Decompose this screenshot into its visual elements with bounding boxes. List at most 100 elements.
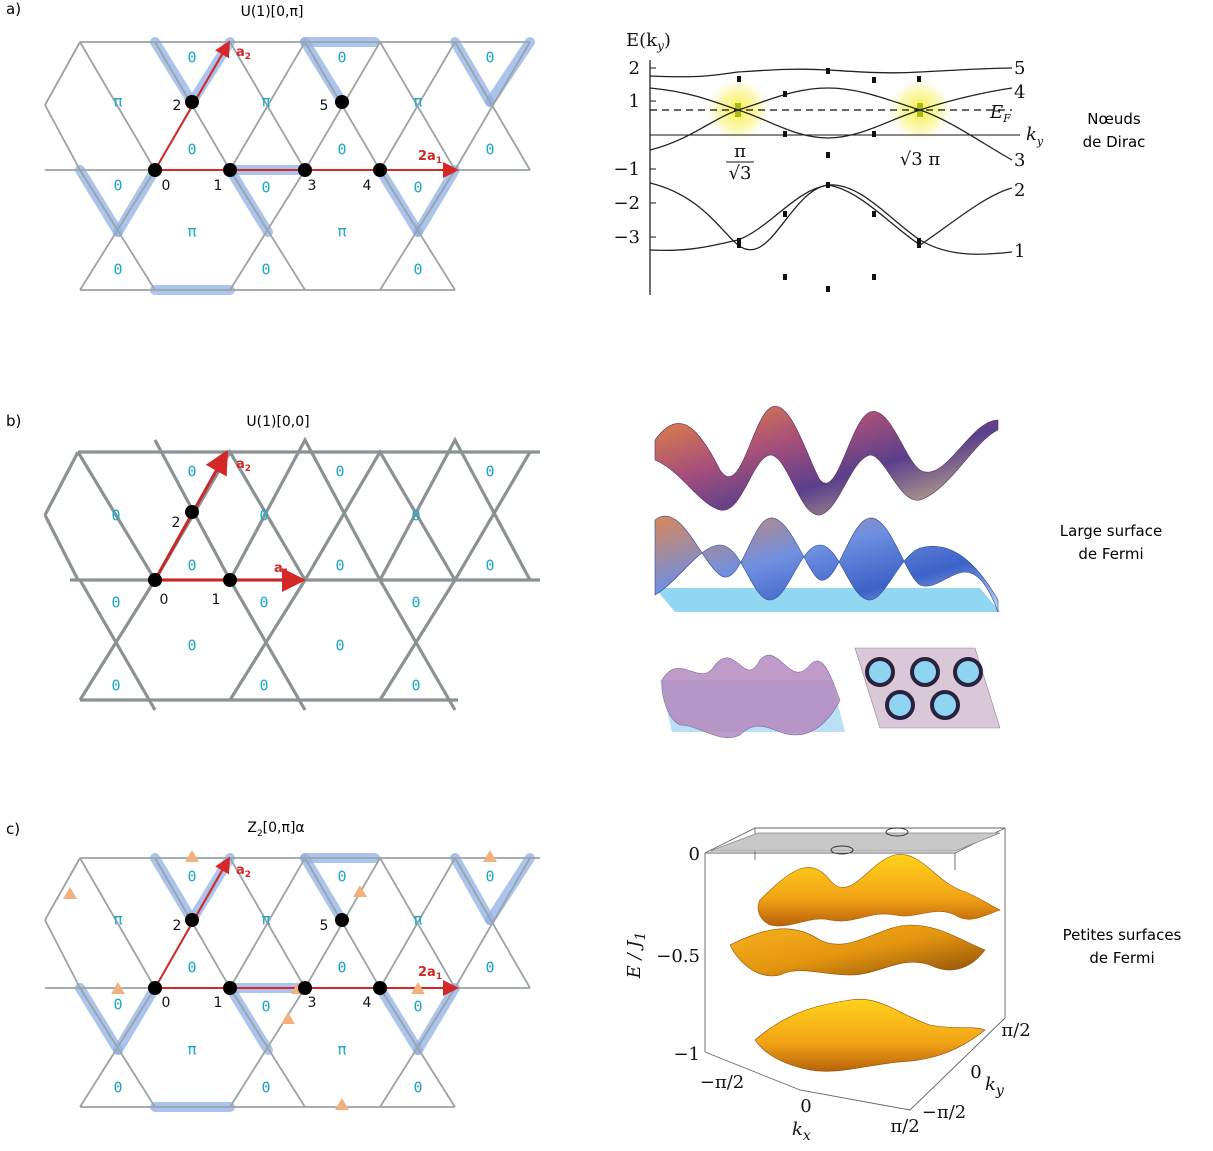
plaquette-fluxes: 0 0 0 π π π 0 0 0 0 0 0 π π 0 0 0 — [113, 49, 494, 279]
flux-pi: π — [261, 911, 270, 929]
band-curves — [649, 67, 1013, 255]
flux-zero: 0 — [485, 959, 494, 977]
flux-zero: 0 — [335, 637, 344, 655]
flux-zero: 0 — [261, 1079, 270, 1097]
flux-zero: 0 — [485, 868, 494, 886]
flux-zero: 0 — [113, 1079, 122, 1097]
lower-band-surface — [754, 998, 986, 1072]
y-tick-2: 2 — [629, 58, 640, 79]
vector-2a1-label: 2a1 — [418, 149, 442, 166]
vector-a2-label: a2 — [236, 457, 251, 474]
y-tick-neg1: −1 — [613, 159, 640, 180]
lattice-vectors — [154, 40, 459, 178]
vector-labels: a2 2a1 — [236, 45, 442, 166]
flux-zero: 0 — [111, 507, 120, 525]
flux-pi: π — [413, 93, 422, 111]
site-4: 4 — [363, 178, 372, 194]
kagome-lattice-b: 0 1 2 a2 a1 0 0 0 0 0 0 0 0 0 0 0 0 0 0 … — [43, 436, 540, 711]
band-number: 3 — [1014, 150, 1025, 171]
band-number: 4 — [1014, 82, 1025, 103]
flux-zero: 0 — [261, 261, 270, 279]
ky-axis-label: ky — [985, 1074, 1005, 1099]
y-ticks — [650, 67, 656, 238]
flux-zero: 0 — [113, 261, 122, 279]
flux-pi: π — [261, 93, 270, 111]
flux-zero: 0 — [187, 637, 196, 655]
flux-zero: 0 — [337, 959, 346, 977]
site-2: 2 — [173, 918, 182, 934]
y-tick-1: 1 — [629, 91, 640, 112]
z-axis-label: E / J1 — [624, 932, 649, 980]
svg-text:√3: √3 — [729, 163, 752, 184]
fermi-pocket — [830, 845, 854, 855]
flux-pi: π — [113, 93, 122, 111]
vector-a2-label: a2 — [236, 45, 251, 62]
plaquette-fluxes: 0 0 0 π π π 0 0 0 0 0 0 π π 0 0 0 — [113, 868, 494, 1097]
panel-label-c: c) — [6, 820, 21, 838]
site-4: 4 — [363, 995, 372, 1011]
flux-zero: 0 — [187, 49, 196, 67]
band-structure-plot: 2 1 −1 −2 −3 E(ky) — [613, 30, 1044, 295]
flux-zero: 0 — [413, 261, 422, 279]
flux-zero: 0 — [187, 463, 196, 481]
ky-tick-neg-pi2: −π/2 — [922, 1102, 966, 1123]
site-1: 1 — [212, 592, 221, 608]
kagome-lattice-c: 0 1 2 3 4 5 a2 2a1 0 0 0 π π π 0 0 0 0 0… — [44, 850, 540, 1112]
flux-zero: 0 — [259, 507, 268, 525]
flux-zero: 0 — [485, 49, 494, 67]
site-2: 2 — [172, 515, 181, 531]
kagome-lattice-a: 0 1 2 3 4 5 a2 2a1 0 0 0 π π π 0 0 0 0 0… — [44, 37, 535, 295]
lattice-sites — [148, 913, 387, 995]
vector-a2-label: a2 — [236, 863, 251, 880]
flux-zero: 0 — [413, 1079, 422, 1097]
flux-zero: 0 — [187, 959, 196, 977]
flux-zero: 0 — [411, 507, 420, 525]
flux-zero: 0 — [411, 594, 420, 612]
flux-pi: π — [187, 1041, 196, 1059]
site-numbers: 0 1 2 3 4 5 — [162, 918, 372, 1011]
flux-pi: π — [413, 911, 422, 929]
flux-zero: 0 — [259, 677, 268, 695]
flux-zero: 0 — [337, 49, 346, 67]
ky-ticks: π/2 0 −π/2 — [922, 1020, 1031, 1123]
kx-ticks: −π/2 0 π/2 — [700, 1072, 920, 1137]
lattice-bonds — [44, 856, 540, 1108]
panel-label-b: b) — [6, 412, 22, 430]
flux-zero: 0 — [111, 677, 120, 695]
band-surface-3d-plot: 0 −0.5 −1 E / J1 −π/2 0 π/2 kx π/2 0 −π/… — [624, 827, 1031, 1144]
band-number: 2 — [1014, 180, 1025, 201]
site-3: 3 — [308, 995, 317, 1011]
site-0: 0 — [162, 178, 171, 194]
panel-label-a: a) — [6, 0, 22, 18]
y-axis-label: E(ky) — [626, 30, 671, 53]
kx-axis-label: kx — [792, 1119, 811, 1144]
flux-zero: 0 — [413, 998, 422, 1016]
fermi-plane — [709, 832, 1001, 852]
band-number: 1 — [1014, 241, 1025, 262]
upper-band-surface — [757, 854, 1001, 927]
fermi-surface-topview — [854, 647, 1001, 729]
middle-band-surface — [729, 924, 986, 977]
flux-pi: π — [337, 223, 346, 241]
bounding-box — [704, 827, 1006, 1111]
upper-band-surface — [654, 406, 999, 516]
kx-tick-pi2: π/2 — [890, 1116, 919, 1137]
fermi-plane — [655, 588, 1000, 612]
flux-zero: 0 — [337, 141, 346, 159]
lattice-vectors — [154, 856, 459, 996]
lattice-sites — [148, 505, 237, 587]
band-markers — [737, 68, 921, 292]
plaquette-fluxes: 0 0 0 0 0 0 0 0 0 0 0 0 0 0 0 0 0 — [111, 463, 494, 695]
flux-pi: π — [113, 911, 122, 929]
z-ticks: 0 −0.5 −1 — [656, 844, 700, 1065]
flux-zero: 0 — [187, 557, 196, 575]
site-5: 5 — [320, 918, 329, 934]
panel-title-c: Z2[0,π]α — [247, 820, 305, 839]
panel-title-a: U(1)[0,π] — [240, 4, 304, 20]
site-2: 2 — [173, 98, 182, 114]
flux-zero: 0 — [485, 141, 494, 159]
flux-zero: 0 — [413, 179, 422, 197]
